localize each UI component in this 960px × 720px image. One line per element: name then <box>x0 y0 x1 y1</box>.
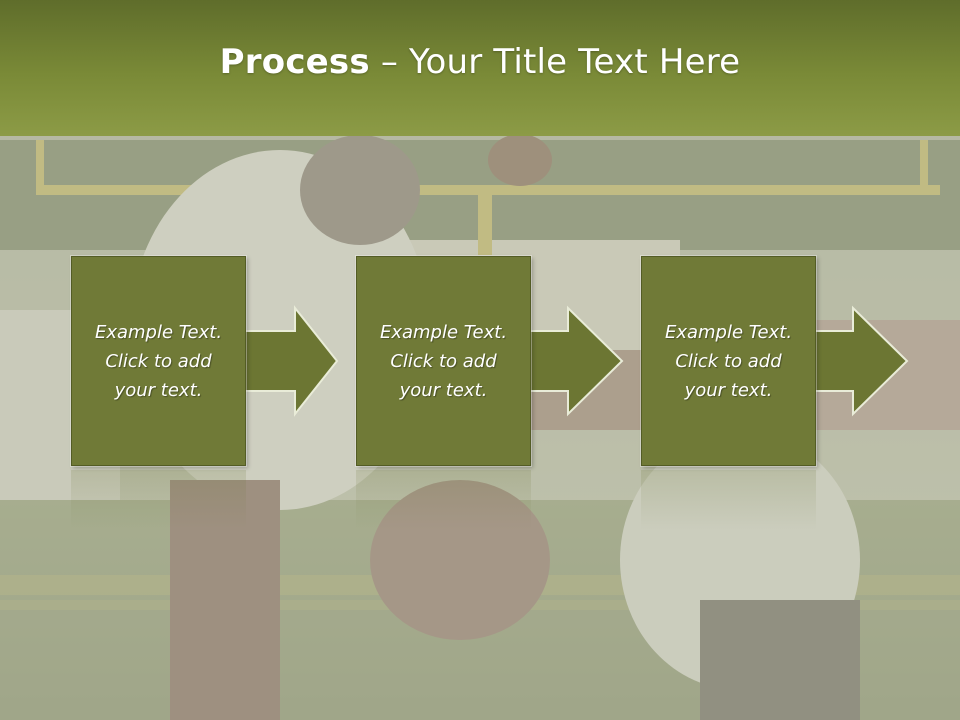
title-bold: Process <box>219 42 370 82</box>
title-rest: Your Title Text Here <box>409 42 741 82</box>
step-reflection <box>356 470 531 530</box>
step-reflection <box>641 470 816 530</box>
title-separator: – <box>369 42 410 82</box>
step-reflection <box>71 470 246 530</box>
slide-title[interactable]: Process – Your Title Text Here <box>220 42 741 82</box>
title-bar: Process – Your Title Text Here <box>0 0 960 136</box>
